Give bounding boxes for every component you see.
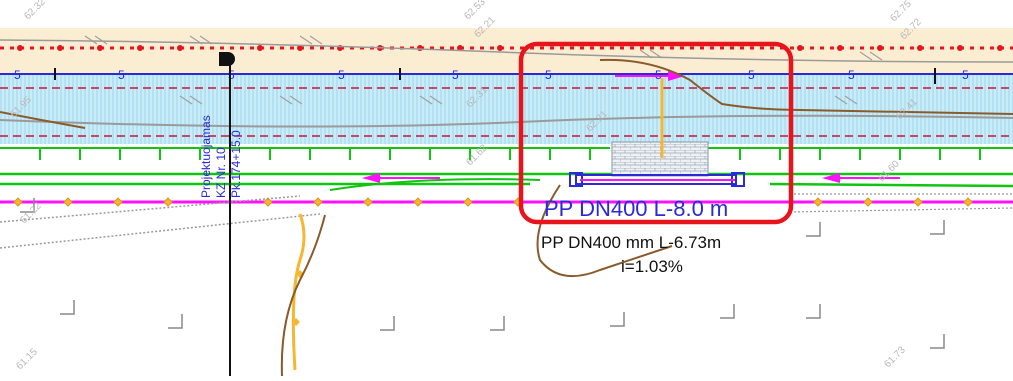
lane-marker: 5: [118, 68, 125, 82]
pipe-body: [575, 174, 737, 185]
orange-diamond-markers: [13, 197, 973, 207]
lane-marker: 5: [14, 68, 21, 82]
pipe-slope-label: i=1.03%: [621, 257, 683, 276]
planned-pipe-label: PP DN400 L-8.0 m: [544, 196, 728, 221]
catch-basin-structure: [611, 141, 709, 177]
road-hatch-arrows: [84, 35, 883, 105]
grey-dotted-line-4: [789, 207, 1013, 213]
elevation-label: 61.62: [464, 142, 490, 168]
lane-marker: 5: [962, 68, 969, 82]
lane-marker: 5: [338, 68, 345, 82]
lane-marker: 5: [748, 68, 755, 82]
elevation-label: 62.53: [462, 0, 488, 22]
elevation-label: 61.22: [18, 200, 44, 226]
lane-marker: 5: [848, 68, 855, 82]
grey-dotted-line-1: [0, 195, 301, 223]
elevation-label: 61.73: [882, 344, 908, 370]
brown-contour-left: [0, 111, 86, 129]
elevation-label: 61.15: [14, 346, 40, 372]
black-tick-marks: [54, 68, 936, 84]
lane-marker: 5: [545, 68, 552, 82]
grey-dotted-line-2: [0, 213, 321, 249]
highlight-frame[interactable]: [518, 41, 794, 225]
grid-corner-markers: [20, 198, 945, 349]
road-surface: [0, 28, 1013, 80]
station-flag-icon: [219, 52, 235, 66]
grey-road-edge-line: [0, 39, 1013, 63]
green-curve-line: [329, 178, 541, 191]
station-label-group: Projektuojamas KZ Nr. 10 Pk.174+15.0: [199, 115, 243, 198]
brown-contour-upper: [599, 58, 1013, 115]
lane-marker: 5: [452, 68, 459, 82]
station-label-line-2: KZ Nr. 10: [214, 147, 228, 198]
green-edge-line-3: [769, 182, 1013, 188]
green-kerb-ticks: [39, 148, 981, 160]
existing-pipe-label: PP DN400 mm L-6.73m: [541, 233, 721, 252]
magenta-flow-arrows: [362, 71, 900, 183]
elevation-label: 62.32: [22, 0, 48, 22]
orange-pipe-line: [291, 213, 306, 371]
brown-contour-lower-left: [280, 214, 326, 377]
station-label-line-3: Pk.174+15.0: [229, 130, 243, 198]
elevation-label: 61.60: [876, 158, 902, 184]
lane-marker: 5: [228, 68, 235, 82]
elevation-label: 62.75: [888, 0, 914, 24]
hatched-lane-area: [0, 74, 1013, 144]
station-label-line-1: Projektuojamas: [199, 115, 213, 198]
